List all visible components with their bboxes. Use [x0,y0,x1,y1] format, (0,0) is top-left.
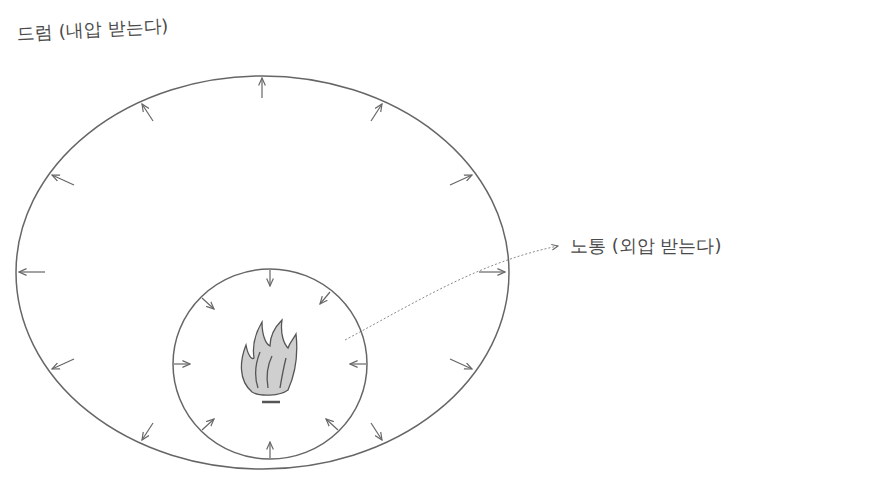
ellipse-outline [16,76,509,469]
ellipse-outline [172,268,368,460]
ellipse-outline [173,269,367,459]
outward-pressure-arrows [19,78,505,440]
furnace-tube: 노통 (외압 받는다) [172,268,368,460]
flame-symbol [241,320,296,402]
ellipse-outline [15,75,510,470]
region-label: 드럼 (내압 받는다) [14,15,170,45]
region-label: 노통 (외압 받는다) [568,235,724,257]
leader-line [345,246,558,340]
drum-shell: 드럼 (내압 받는다)노통 (외압 받는다) [15,75,510,470]
inward-pressure-arrows [174,270,366,458]
